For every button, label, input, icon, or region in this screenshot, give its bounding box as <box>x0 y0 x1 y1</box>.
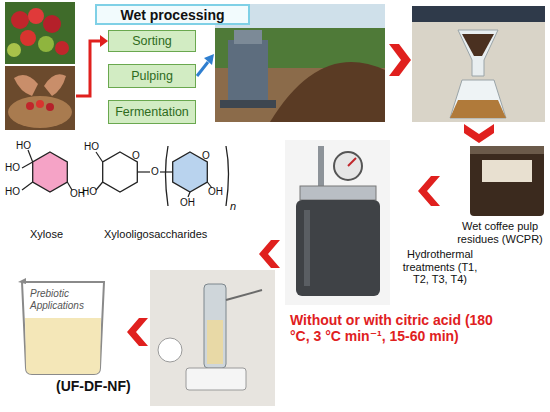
zip-seal <box>470 146 544 154</box>
stirrer-shaft <box>318 146 324 186</box>
pulp-slurry <box>462 34 494 56</box>
pressure-gauge <box>334 152 362 180</box>
cherry <box>20 30 36 46</box>
bond <box>28 150 33 162</box>
filtrate <box>450 100 506 118</box>
photo-harvest <box>5 66 75 130</box>
chem-atom: O <box>151 166 159 178</box>
bond <box>22 182 33 190</box>
cherry <box>38 36 54 52</box>
photo-ultrafiltration <box>150 270 275 406</box>
chem-atom: O <box>202 150 210 162</box>
cherry <box>26 102 34 110</box>
process-box: Fermentation <box>108 100 196 124</box>
bond <box>22 162 33 168</box>
cherry <box>43 15 61 33</box>
bond <box>137 171 150 172</box>
hopper <box>234 30 262 44</box>
reactor-highlight <box>304 210 310 286</box>
repeat-index: n <box>230 200 236 213</box>
beaker-spout <box>18 278 26 284</box>
bond <box>96 152 103 162</box>
chem-atom: OH <box>208 186 223 198</box>
flow-chevron <box>127 318 148 346</box>
flow-chevron <box>259 240 280 268</box>
section-header: Wet processing <box>95 4 250 25</box>
photo-cherries <box>5 2 75 64</box>
arrow-head <box>100 35 108 47</box>
cherry <box>46 103 54 111</box>
bond <box>160 171 173 172</box>
condition-note: Without or with citric acid (180 °C, 3 °… <box>290 312 505 344</box>
compound-name: Xylose <box>30 228 63 241</box>
photo-reactor <box>285 140 390 305</box>
beaker <box>22 282 104 374</box>
chem-atom: OH <box>180 197 195 209</box>
chem-atom: HO <box>82 186 97 198</box>
funnel <box>458 30 498 76</box>
photo-filtration <box>412 6 545 122</box>
cherry <box>11 11 29 29</box>
beaker-liquid <box>25 318 101 374</box>
machine-base <box>220 100 276 108</box>
bond <box>188 192 190 197</box>
reactor-head <box>300 186 376 200</box>
cherry <box>28 8 44 24</box>
cell-liquid <box>207 320 223 364</box>
equipment-panel <box>412 6 545 22</box>
node-text: Pulping <box>131 69 173 83</box>
filtration-cell <box>204 284 226 368</box>
flow-arrow <box>197 62 208 76</box>
chem-atom: HO <box>16 140 31 152</box>
repeat-bracket <box>166 146 169 206</box>
method-label: (UF-DF-NF) <box>56 378 131 394</box>
node-text: Wet processing <box>121 7 225 23</box>
pulper-machine <box>228 40 268 100</box>
tubing <box>226 290 262 300</box>
bag-tag <box>482 160 532 182</box>
beaker-small <box>158 338 182 362</box>
flow-arrow <box>76 41 100 96</box>
flow-chevron <box>464 124 494 143</box>
process-box: Pulping <box>108 64 196 88</box>
flow-chevron <box>389 44 411 76</box>
hand <box>14 75 38 96</box>
repeat-bracket <box>226 146 229 206</box>
cherry <box>36 100 44 108</box>
chem-atom: HO <box>84 141 99 153</box>
xylose-ring <box>33 152 68 192</box>
flow-chevron <box>418 176 440 206</box>
step-caption: Hydrothermal treatments (T1, T2, T3, T4) <box>394 248 486 286</box>
sample-bag <box>470 146 544 216</box>
sample-caption: Wet coffee pulp residues (WCPR) <box>452 220 548 245</box>
chem-atom: O <box>132 150 140 162</box>
flask <box>450 80 506 118</box>
chem-atom: HO <box>5 162 20 174</box>
compound-name: Xylooligosaccharides <box>104 228 207 241</box>
basket <box>8 96 72 128</box>
node-text: Sorting <box>132 34 172 48</box>
chem-atom: HO <box>5 186 20 198</box>
bond <box>96 182 103 190</box>
cherry <box>55 41 69 55</box>
gauge-needle <box>348 158 356 166</box>
hand <box>44 74 66 96</box>
node-text: Fermentation <box>115 105 189 119</box>
magnetic-stirrer <box>186 368 246 390</box>
arrow-head <box>204 54 214 65</box>
reactor-body <box>296 200 380 296</box>
process-box: Sorting <box>108 30 196 52</box>
pulp-pile <box>270 62 385 122</box>
beaker-label: Prebiotic Applications <box>30 288 90 311</box>
cherry <box>7 43 21 57</box>
